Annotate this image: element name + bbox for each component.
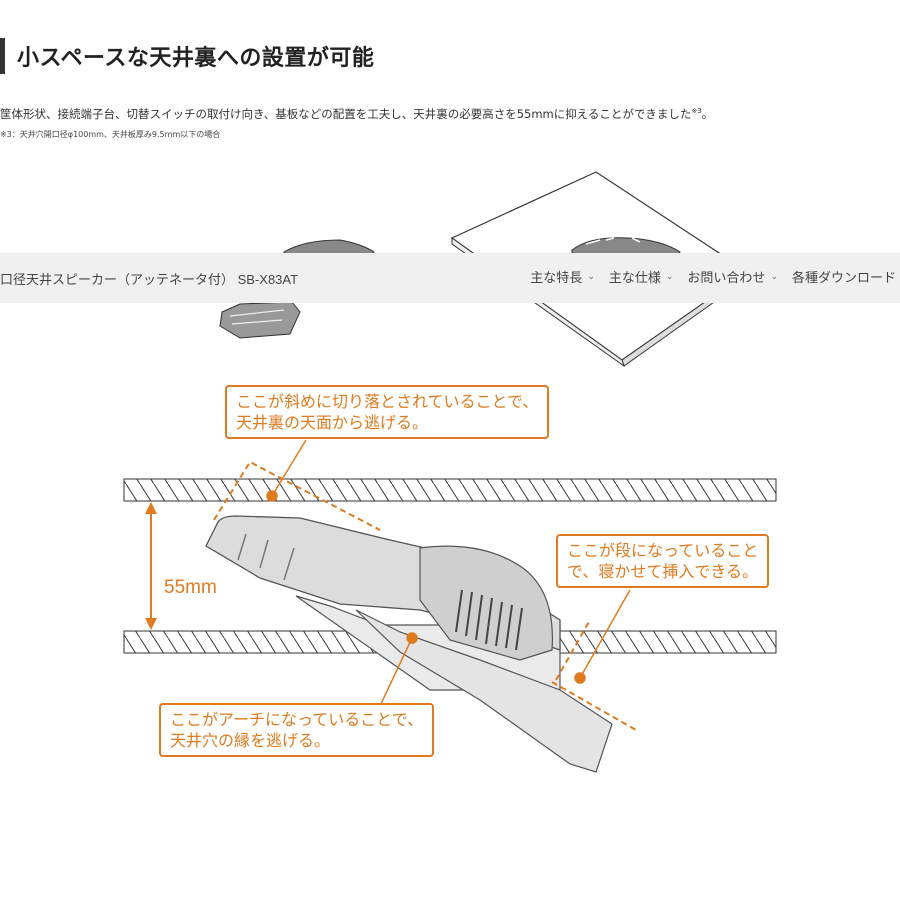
- callout-slanted-cut-line1: ここが斜めに切り落とされていることで、: [236, 392, 539, 411]
- chevron-down-icon: ⌄: [665, 271, 674, 281]
- speaker-left-drawing: [219, 239, 375, 339]
- callout-arch-shape-line2: 天井穴の縁を逃げる。: [170, 731, 331, 750]
- callout-stepped-shape: ここが段になっていること で、寝かせて挿入できる。: [556, 534, 770, 588]
- section-title: 小スペースな天井裏への設置が可能: [17, 46, 375, 71]
- description-footnote-ref: ※3: [691, 107, 702, 116]
- nav-item-contact[interactable]: お問い合わせ ⌄: [687, 267, 778, 286]
- chevron-down-icon: ⌄: [587, 271, 595, 281]
- section-description: 筐体形状、接続端子台、切替スイッチの取付け向き、基板などの配置を工夫し、天井裏の…: [0, 106, 900, 122]
- upper-ceiling-layer: [123, 478, 777, 502]
- dimension-label: 55mm: [164, 577, 217, 598]
- height-dimension-arrow: [145, 502, 157, 630]
- callout-stepped-shape-line1: ここが段になっていること: [567, 541, 759, 560]
- callout-slanted-cut: ここが斜めに切り落とされていることで、 天井裏の天面から逃げる。: [225, 385, 550, 439]
- nav-item-features[interactable]: 主な特長 ⌄: [530, 267, 595, 286]
- footnote: ※3：天井穴開口径φ100mm、天井板厚み9.5mm以下の場合: [0, 130, 221, 139]
- callout-leaders: [266, 439, 631, 707]
- heading-bar: [0, 38, 5, 74]
- section-heading: 小スペースな天井裏への設置が可能: [0, 38, 374, 74]
- nav-item-downloads[interactable]: 各種ダウンロード: [792, 267, 896, 286]
- product-navbar: 口径天井スピーカー（アッテネータ付） SB-X83AT 主な特長 ⌄ 主な仕様 …: [0, 253, 900, 303]
- callout-slanted-cut-line2: 天井裏の天面から逃げる。: [236, 413, 429, 432]
- callout-stepped-shape-line2: で、寝かせて挿入できる。: [567, 562, 759, 581]
- product-name: 口径天井スピーカー（アッテネータ付） SB-X83AT: [0, 272, 299, 287]
- nav-item-specifications-label: 主な仕様: [608, 270, 661, 285]
- navbar-menu: 主な特長 ⌄ 主な仕様 ⌄ お問い合わせ ⌄ 各種ダウンロード: [530, 267, 896, 286]
- nav-item-contact-label: お問い合わせ: [687, 270, 766, 285]
- guide-lines: [213, 460, 637, 731]
- callout-arch-shape: ここがアーチになっていることで、 天井穴の縁を逃げる。: [159, 703, 435, 757]
- description-text: 筐体形状、接続端子台、切替スイッチの取付け向き、基板などの配置を工夫し、天井裏の…: [0, 107, 692, 121]
- nav-item-downloads-label: 各種ダウンロード: [791, 270, 896, 285]
- nav-item-specifications[interactable]: 主な仕様 ⌄: [609, 267, 674, 286]
- chevron-down-icon: ⌄: [770, 271, 778, 281]
- speaker-cross-section: [205, 515, 613, 773]
- description-period: 。: [701, 107, 714, 121]
- callout-arch-shape-line1: ここがアーチになっていることで、: [170, 710, 424, 729]
- speaker-on-board-drawing: [571, 237, 681, 259]
- nav-item-features-label: 主な特長: [530, 270, 583, 285]
